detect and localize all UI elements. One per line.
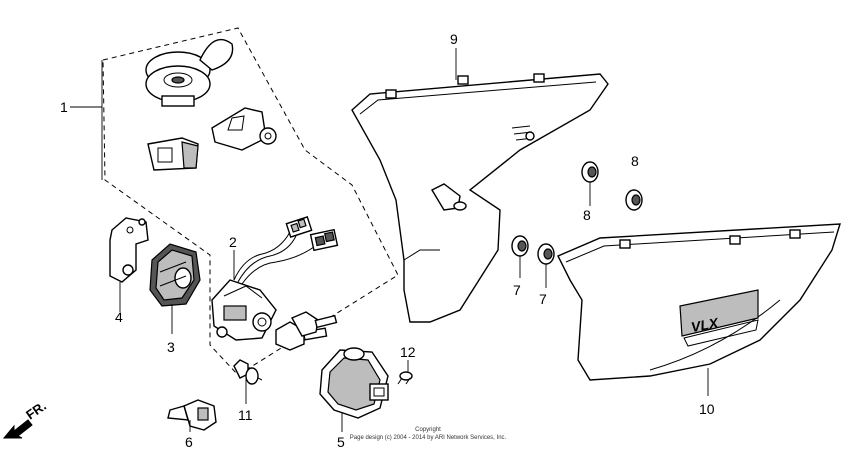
- harness-connector-a[interactable]: [285, 216, 313, 238]
- callout-12: 12: [400, 344, 416, 360]
- lock-bracket-small[interactable]: [147, 137, 199, 171]
- callout-3: 3: [167, 339, 175, 355]
- callout-10: 10: [699, 401, 715, 417]
- ignition-switch[interactable]: [211, 279, 277, 341]
- key-blank[interactable]: [167, 399, 217, 431]
- callout-8a: 8: [583, 207, 591, 223]
- side-cover-upper[interactable]: [351, 73, 609, 323]
- grommet-8b[interactable]: [625, 189, 643, 211]
- callout-8b: 8: [631, 153, 639, 169]
- copyright-notice: Copyright Page design (c) 2004 - 2014 by…: [350, 427, 507, 441]
- harness-connector-b[interactable]: [309, 228, 339, 252]
- callout-numbers: 1 2 3 4 5 6 7 7 8 8 9 10 11 12: [60, 31, 715, 450]
- copyright-line-2: Page design (c) 2004 - 2014 by ARI Netwo…: [350, 435, 507, 441]
- front-arrow-icon: [2, 419, 33, 439]
- fuel-cap-lock[interactable]: [145, 38, 234, 107]
- mounting-plate[interactable]: [109, 217, 149, 283]
- ignition-keys[interactable]: [275, 311, 338, 351]
- wire-harness: [233, 231, 319, 285]
- copyright-line-1: Copyright: [415, 427, 441, 433]
- lock-cylinder-assembly[interactable]: [149, 243, 201, 307]
- callout-1: 1: [60, 99, 68, 115]
- bolt[interactable]: [397, 371, 413, 385]
- callout-7b: 7: [539, 291, 547, 307]
- callout-2: 2: [229, 234, 237, 250]
- callout-11: 11: [238, 407, 253, 423]
- emblem-text: VLX: [690, 314, 721, 335]
- vlx-emblem: VLX: [679, 289, 759, 347]
- grommet-7a[interactable]: [511, 235, 529, 257]
- callout-9: 9: [450, 31, 458, 47]
- callout-6: 6: [185, 434, 193, 450]
- front-direction-indicator: FR.: [2, 398, 49, 439]
- callout-5: 5: [337, 434, 345, 450]
- leader-lines: [70, 48, 709, 432]
- grommet-7b[interactable]: [537, 243, 555, 265]
- lock-housing-block[interactable]: [211, 107, 277, 151]
- callout-7a: 7: [513, 282, 521, 298]
- screw[interactable]: [233, 359, 263, 385]
- front-label: FR.: [23, 398, 49, 422]
- callout-4: 4: [115, 309, 123, 325]
- grommet-8a[interactable]: [581, 161, 599, 183]
- lock-case[interactable]: [319, 347, 389, 419]
